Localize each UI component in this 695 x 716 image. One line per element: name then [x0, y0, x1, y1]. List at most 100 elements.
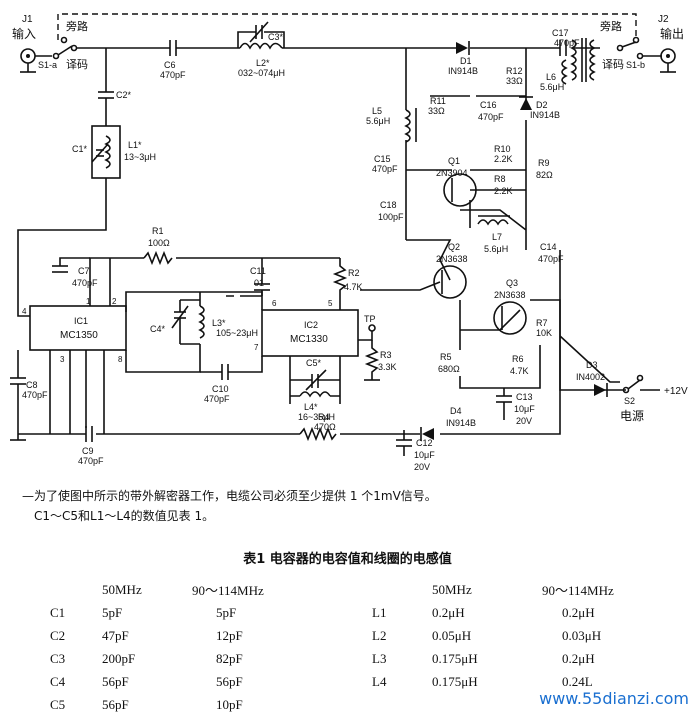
table-cell	[372, 578, 432, 601]
r4-resistor	[299, 426, 337, 442]
label-c6: C6	[164, 60, 176, 70]
left-signal-wire	[17, 48, 107, 317]
label-c16v: 470pF	[478, 112, 504, 122]
table-row: C4 56pF 56pF L4 0.175μH 0.24L	[50, 670, 650, 693]
label-d3: D3	[586, 360, 598, 370]
table-cell: L4	[372, 673, 387, 689]
label-power: 电源	[620, 409, 644, 423]
label-c11: C11	[250, 266, 266, 276]
table-cell: 82pF	[216, 650, 243, 666]
label-c14: C14	[540, 242, 557, 252]
bypass-path	[57, 13, 637, 40]
table-cell	[372, 693, 432, 716]
d3-diode	[594, 383, 608, 397]
label-l2v: 032~074μH	[238, 68, 285, 78]
table-cell: 90～114MHz	[542, 583, 614, 598]
label-q3v: 2N3638	[494, 290, 526, 300]
label-ic1: IC1	[74, 316, 88, 326]
d2-diode	[519, 96, 533, 110]
l1-tank	[91, 125, 121, 179]
label-plus12: +12V	[664, 386, 688, 397]
label-j1: J1	[22, 14, 33, 25]
label-c9: C9	[82, 446, 94, 456]
label-c14v: 470pF	[538, 254, 564, 264]
label-l1v: 13~3μH	[124, 152, 156, 162]
label-input: 输入	[12, 26, 36, 41]
l6-inductor	[561, 59, 568, 85]
label-s2: S2	[624, 396, 635, 406]
table-cell: 90～114MHz	[192, 583, 264, 598]
c11-capacitor	[226, 258, 270, 297]
label-d1: D1	[460, 56, 472, 66]
label-j2: J2	[658, 14, 669, 25]
label-l5: L5	[372, 106, 382, 116]
pin-7: 7	[254, 343, 259, 352]
label-r10: R10	[494, 144, 511, 154]
l4-tank	[289, 356, 341, 404]
q1-transistor	[443, 173, 477, 207]
label-l6v: 5.6μH	[540, 82, 564, 92]
label-l4: L4*	[304, 402, 318, 412]
pin-4: 4	[22, 307, 27, 316]
j1-connector	[20, 48, 52, 73]
l7-inductor	[477, 215, 510, 226]
label-l7v: 5.6μH	[484, 244, 508, 254]
label-ic2v: MC1330	[290, 334, 328, 345]
table-cell: 56pF	[102, 673, 129, 689]
label-r4: R4	[318, 412, 330, 422]
agc-wire	[89, 257, 340, 306]
table-cell: L3	[372, 650, 387, 666]
label-r2: R2	[348, 268, 360, 278]
ic2-block	[261, 309, 359, 357]
values-table: 50MHz 90～114MHz 50MHz 90～114MHz C1 5pF 5…	[50, 578, 650, 716]
label-s1a: S1-a	[38, 60, 57, 70]
label-c10: C10	[212, 384, 229, 394]
rf-wires	[360, 48, 660, 391]
label-d2: D2	[536, 100, 548, 110]
label-r7v: 10K	[536, 328, 552, 338]
label-c18v: 100pF	[378, 212, 404, 222]
label-c12: C12	[416, 438, 433, 448]
table-cell	[432, 693, 542, 716]
table-cell: 10pF	[216, 696, 243, 712]
label-bypass-left: 旁路	[66, 19, 88, 33]
c7-capacitor	[52, 257, 90, 273]
label-c15v: 470pF	[372, 164, 398, 174]
label-c13: C13	[516, 392, 533, 402]
label-r6v: 4.7K	[510, 366, 529, 376]
label-c5: C5*	[306, 358, 322, 368]
label-r3v: 3.3K	[378, 362, 397, 372]
c6-capacitor	[169, 40, 177, 56]
label-c12v2: 20V	[414, 462, 430, 472]
l3-tank	[171, 299, 205, 345]
l2-inductor	[237, 21, 285, 50]
label-s1b: S1-b	[626, 60, 645, 70]
caption-line-1: —为了使图中所示的带外解密器工作，电缆公司必须至少提供 1 个1mV信号。	[22, 489, 437, 503]
label-c4: C4*	[150, 324, 166, 334]
table-cell: 47pF	[102, 627, 129, 643]
table-cell: 200pF	[102, 650, 136, 666]
table-cell: 0.175μH	[432, 650, 478, 666]
c17-capacitor	[559, 40, 567, 56]
circuit-schematic: J1 输入 S1-a 译码 旁路 旁路 J2 输出 S1-b 译码 C6 470…	[10, 13, 688, 472]
label-r9v: 82Ω	[536, 170, 553, 180]
label-r12v: 33Ω	[506, 76, 523, 86]
label-bypass-right: 旁路	[600, 19, 622, 33]
label-c8v: 470pF	[22, 390, 48, 400]
table-cell: C3	[50, 650, 66, 666]
table-header-row: 50MHz 90～114MHz 50MHz 90～114MHz	[50, 578, 650, 601]
r1-resistor	[143, 250, 173, 266]
label-c12v1: 10μF	[414, 450, 435, 460]
label-l5v: 5.6μH	[366, 116, 390, 126]
c2-capacitor	[98, 91, 114, 99]
j2-connector	[660, 48, 676, 73]
label-c6v: 470pF	[160, 70, 186, 80]
label-l6: L6	[546, 72, 556, 82]
table-cell: 0.2μH	[432, 604, 465, 620]
table-cell: L2	[372, 627, 387, 643]
table-cell: 56pF	[216, 673, 243, 689]
ic1-block	[29, 305, 127, 351]
tp-r3	[358, 324, 380, 381]
table-cell: 0.2μH	[562, 604, 595, 620]
table-cell: 5pF	[102, 604, 123, 620]
